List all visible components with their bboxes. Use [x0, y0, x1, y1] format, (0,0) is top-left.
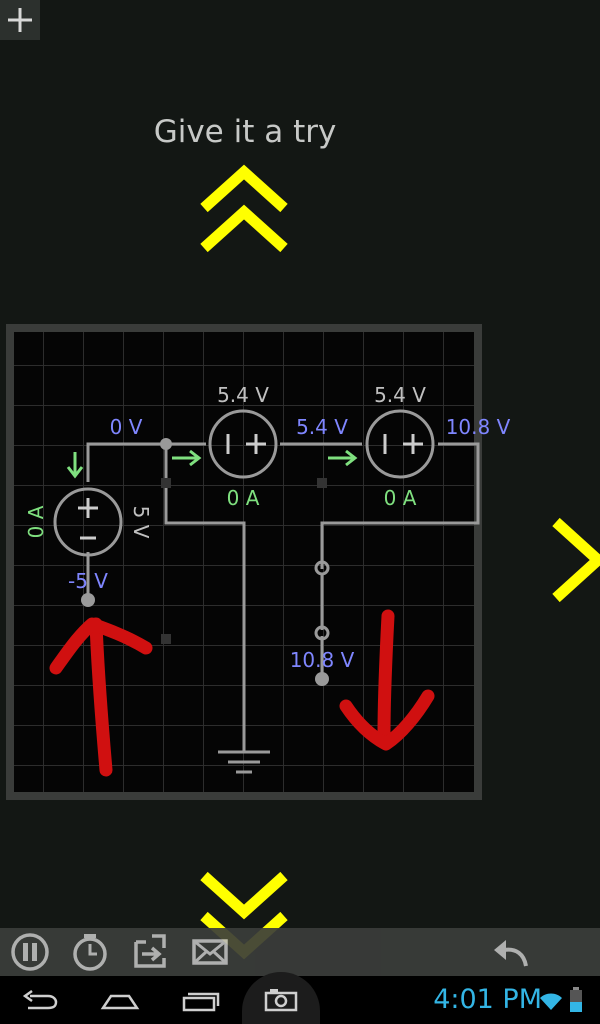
- current-arrow-icon: [328, 449, 358, 467]
- page-title: Give it a try: [153, 114, 337, 150]
- plus-icon: [8, 8, 32, 32]
- export-icon[interactable]: [130, 932, 170, 972]
- node-voltage-label: 10.8 V: [290, 648, 355, 672]
- battery-icon: [570, 987, 582, 1012]
- current-arrow-icon: [172, 449, 202, 467]
- ground-symbol: [218, 750, 270, 774]
- status-clock: 4:01 PM: [433, 984, 542, 1015]
- screenshot-button[interactable]: [242, 972, 320, 1024]
- source-2-voltage-label: 5.4 V: [374, 383, 426, 407]
- app-toolbar: [0, 928, 600, 976]
- recents-icon[interactable]: [180, 988, 220, 1012]
- system-nav-bar: [0, 972, 600, 1024]
- source-2-current-label: 0 A: [384, 486, 417, 510]
- hint-arrow-down-icon: [339, 609, 435, 751]
- hint-arrow-up-icon: [49, 617, 153, 777]
- terminal-node[interactable]: [315, 672, 329, 686]
- terminal-node[interactable]: [81, 593, 95, 607]
- current-arrow-icon: [66, 452, 84, 479]
- battery-source[interactable]: [53, 487, 123, 557]
- source-1-current-label: 0 A: [227, 486, 260, 510]
- back-icon[interactable]: [20, 988, 60, 1012]
- source-1-voltage-label: 5.4 V: [217, 383, 269, 407]
- node-voltage-label: 5.4 V: [296, 415, 348, 439]
- pause-icon[interactable]: [10, 932, 50, 972]
- circuit-canvas[interactable]: 5.4 V 5.4 V 0 V 5.4 V 10.8 V 0 A 0 A 0 A…: [6, 324, 511, 800]
- node-voltage-label: 10.8 V: [446, 415, 511, 439]
- grid-marker: [161, 478, 171, 488]
- junction-node[interactable]: [160, 438, 172, 450]
- undo-icon[interactable]: [488, 932, 528, 972]
- home-icon[interactable]: [100, 988, 140, 1012]
- circuit-diagram[interactable]: 5.4 V 5.4 V 0 V 5.4 V 10.8 V 0 A 0 A 0 A…: [6, 324, 511, 800]
- swipe-right-hint-icon: [552, 517, 600, 603]
- grid-marker: [317, 478, 327, 488]
- camera-icon: [264, 989, 298, 1012]
- voltage-source-2[interactable]: [365, 409, 435, 479]
- wifi-icon: [540, 993, 562, 1010]
- battery-current-label: 0 A: [24, 505, 48, 538]
- node-voltage-label: -5 V: [68, 569, 108, 593]
- battery-voltage-label: 5 V: [129, 506, 153, 539]
- switch-terminal-top[interactable]: [314, 560, 330, 576]
- grid-marker: [161, 634, 171, 644]
- node-voltage-label: 0 V: [110, 415, 143, 439]
- add-button[interactable]: [0, 0, 40, 40]
- mail-icon[interactable]: [190, 932, 230, 972]
- switch-terminal-bottom[interactable]: [314, 625, 330, 641]
- stopwatch-icon[interactable]: [70, 932, 110, 972]
- voltage-source-1[interactable]: [208, 409, 278, 479]
- swipe-up-hint-icon: [200, 164, 288, 253]
